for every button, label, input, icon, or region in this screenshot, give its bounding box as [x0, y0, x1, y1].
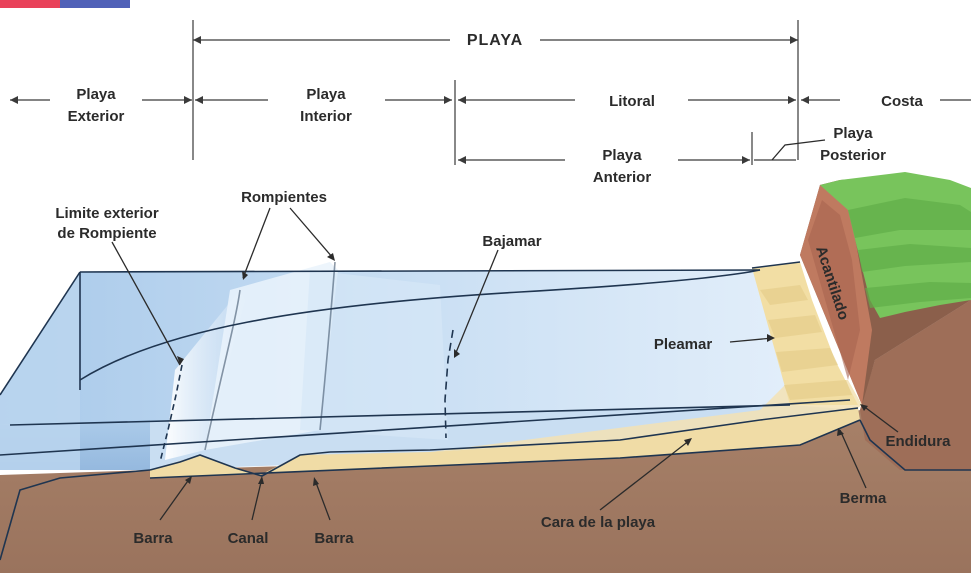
label-barra-left: Barra [133, 530, 173, 547]
label-playa-interior-line2: Interior [300, 108, 352, 125]
label-playa-anterior-line2: Anterior [593, 169, 652, 186]
label-berma: Berma [840, 490, 887, 507]
label-limite-line1: Limite exterior [55, 205, 159, 222]
label-playa-interior-line1: Playa [306, 86, 346, 103]
label-costa: Costa [881, 93, 923, 110]
label-barra-right: Barra [314, 530, 354, 547]
label-playa-posterior-line2: Posterior [820, 147, 886, 164]
label-cara-de-la-playa: Cara de la playa [541, 514, 656, 531]
label-playa-posterior-line1: Playa [833, 125, 873, 142]
logo-stripe [0, 0, 130, 8]
label-pleamar: Pleamar [654, 336, 713, 353]
label-canal: Canal [228, 530, 269, 547]
label-litoral: Litoral [609, 93, 655, 110]
label-playa: PLAYA [467, 32, 523, 49]
label-playa-anterior-line1: Playa [602, 147, 642, 164]
label-playa-exterior-line2: Exterior [68, 108, 125, 125]
label-endidura: Endidura [885, 433, 951, 450]
label-playa-exterior-line1: Playa [76, 86, 116, 103]
label-rompientes: Rompientes [241, 189, 327, 206]
label-bajamar: Bajamar [482, 233, 541, 250]
label-limite-line2: de Rompiente [57, 225, 156, 242]
